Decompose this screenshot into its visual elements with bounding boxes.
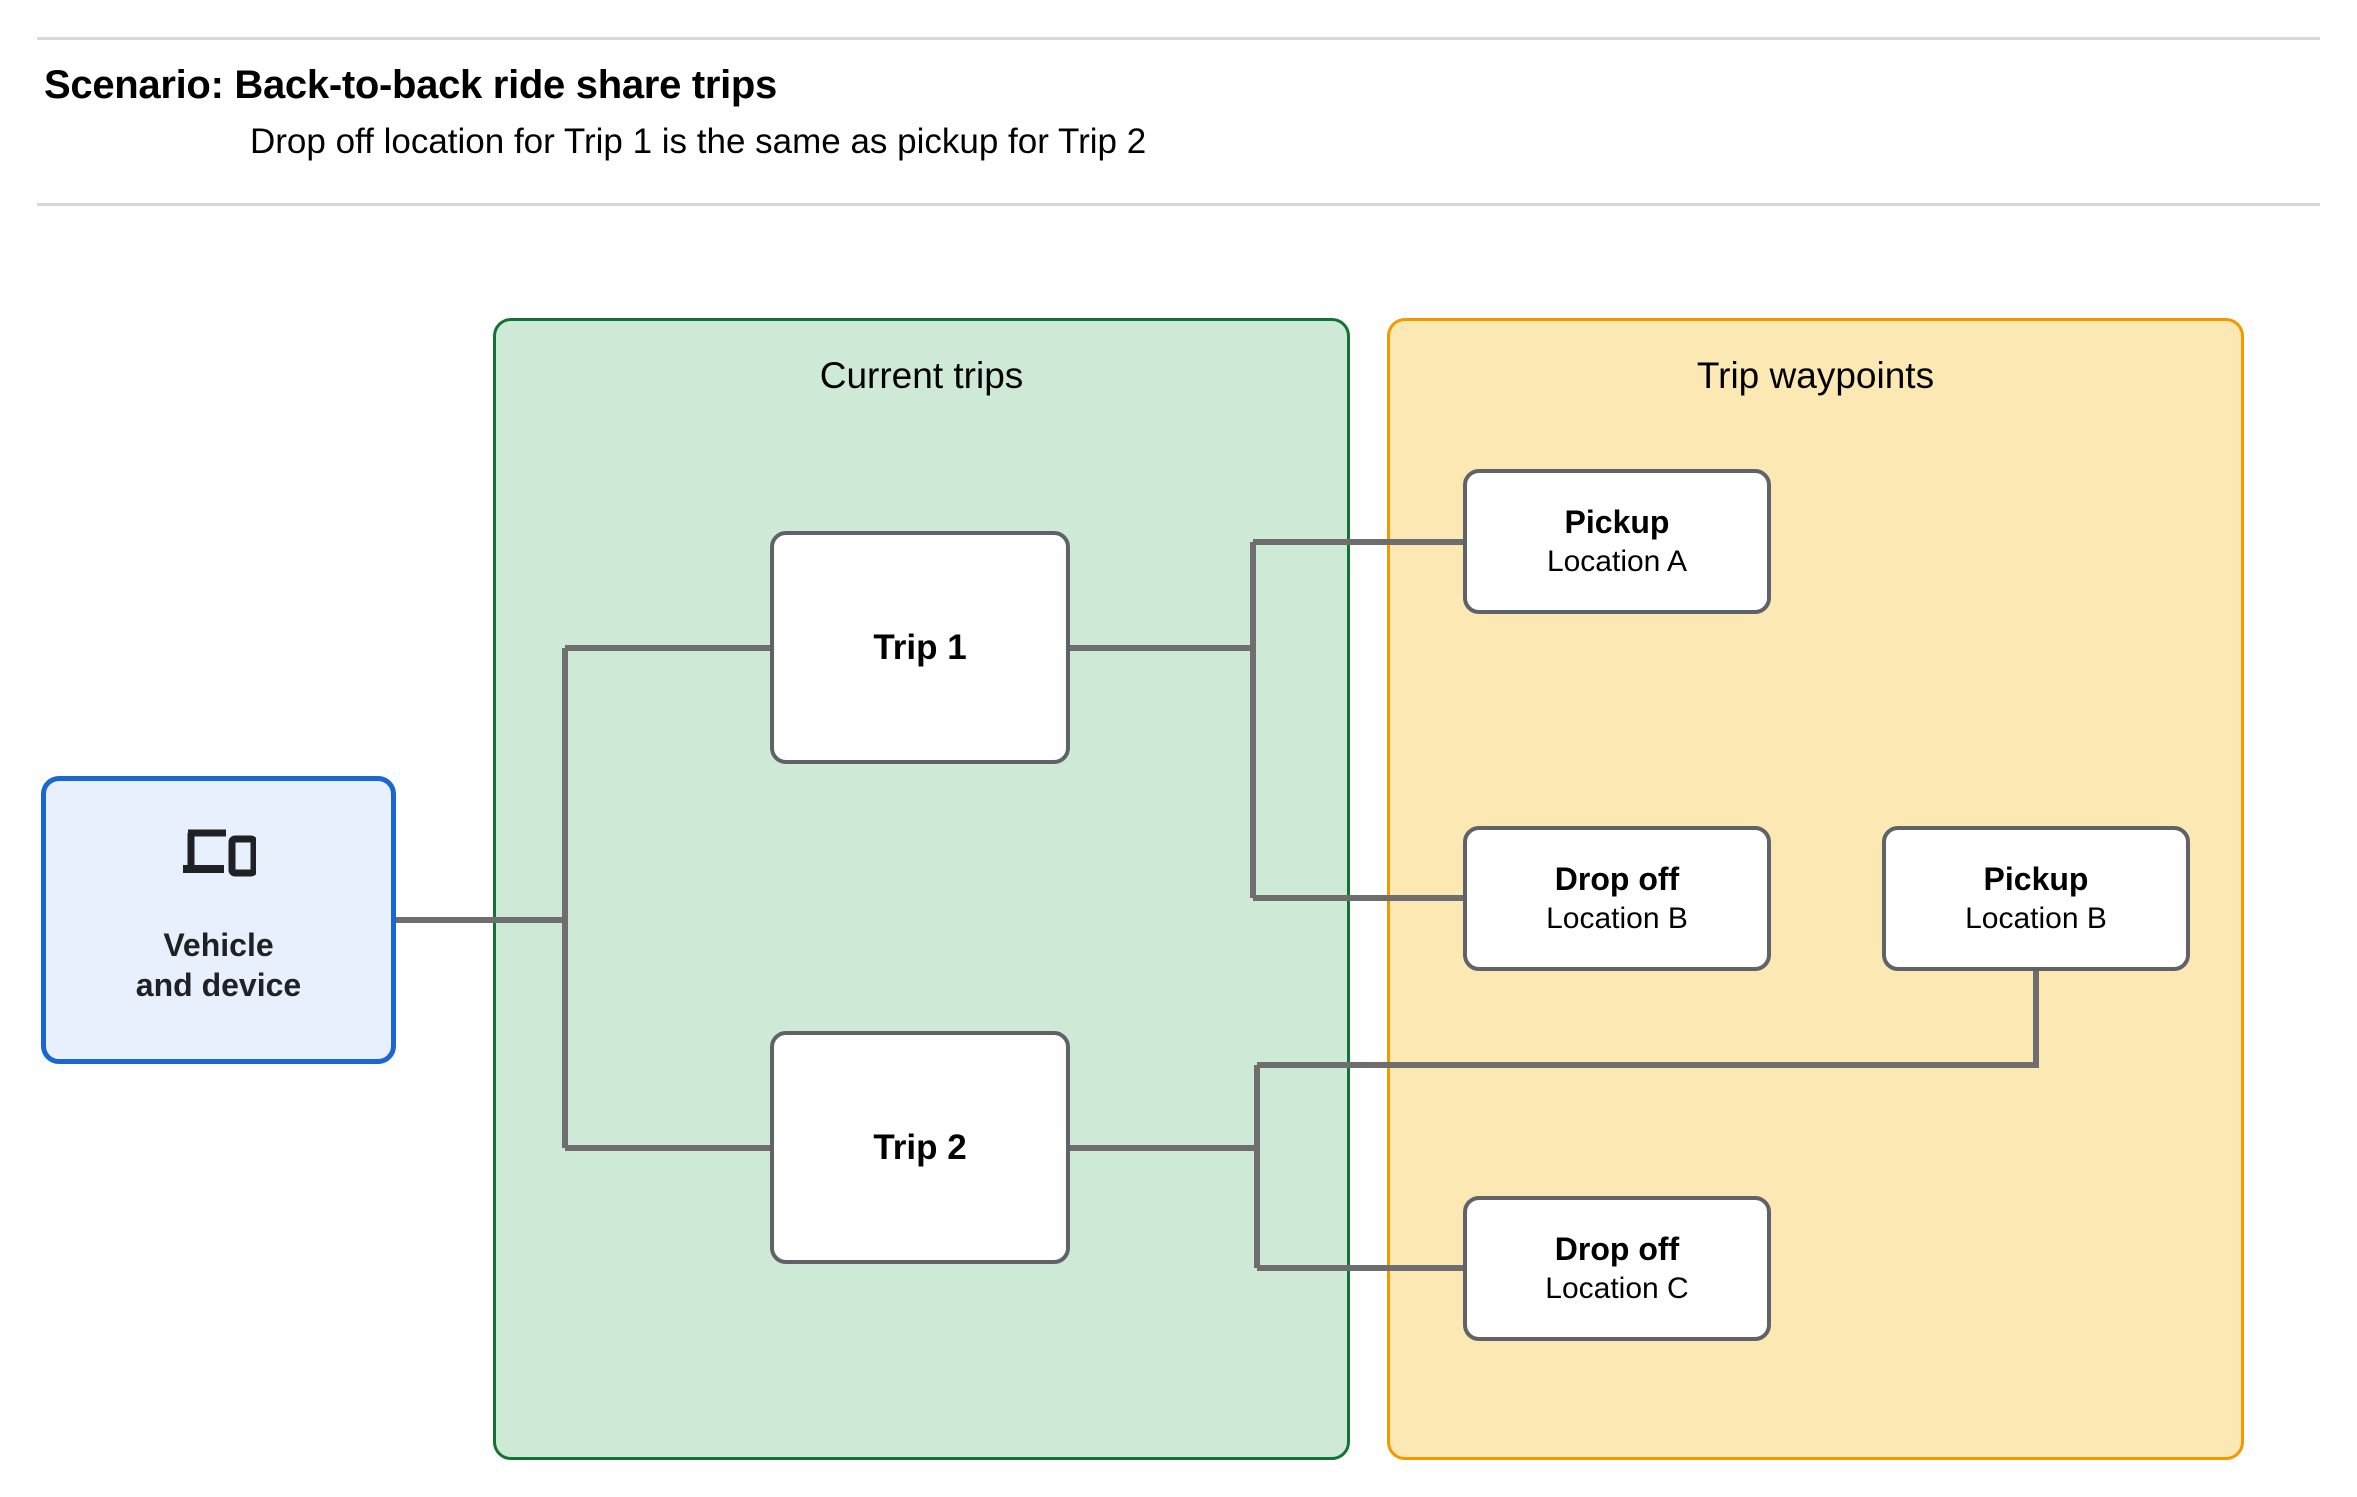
node-dropoff-location-c[interactable]: Drop off Location C	[1463, 1196, 1771, 1341]
node-dropoff-c-subtitle: Location C	[1545, 1271, 1689, 1305]
group-current-trips-title: Current trips	[819, 355, 1024, 396]
page-header: Scenario: Back-to-back ride share trips …	[0, 0, 2357, 208]
vehicle-label: Vehicle and device	[135, 927, 302, 1003]
node-dropoff-c-title: Drop off	[1554, 1230, 1680, 1267]
node-trip-2-title: Trip 2	[873, 1127, 967, 1167]
group-current-trips: Current trips	[493, 318, 1350, 1460]
devices-icon	[182, 829, 256, 877]
node-pickup-b-title: Pickup	[1983, 860, 2089, 897]
node-pickup-b-subtitle: Location B	[1965, 901, 2107, 935]
node-pickup-a-title: Pickup	[1564, 503, 1670, 540]
node-trip-2[interactable]: Trip 2	[770, 1031, 1070, 1264]
node-dropoff-b-title: Drop off	[1554, 860, 1680, 897]
node-pickup-a-subtitle: Location A	[1546, 544, 1688, 578]
header-rule-bottom	[37, 203, 2320, 206]
node-pickup-location-b[interactable]: Pickup Location B	[1882, 826, 2190, 971]
group-trip-waypoints-title: Trip waypoints	[1696, 355, 1935, 396]
node-pickup-location-a[interactable]: Pickup Location A	[1463, 469, 1771, 614]
node-trip-1[interactable]: Trip 1	[770, 531, 1070, 764]
node-trip-1-title: Trip 1	[873, 627, 967, 667]
node-dropoff-b-subtitle: Location B	[1546, 901, 1688, 935]
header-rule-top	[37, 37, 2320, 40]
node-dropoff-location-b[interactable]: Drop off Location B	[1463, 826, 1771, 971]
page-subtitle: Drop off location for Trip 1 is the same…	[250, 122, 1147, 161]
page-title: Scenario: Back-to-back ride share trips	[44, 63, 778, 107]
node-vehicle-and-device[interactable]: Vehicle and device	[41, 776, 396, 1064]
